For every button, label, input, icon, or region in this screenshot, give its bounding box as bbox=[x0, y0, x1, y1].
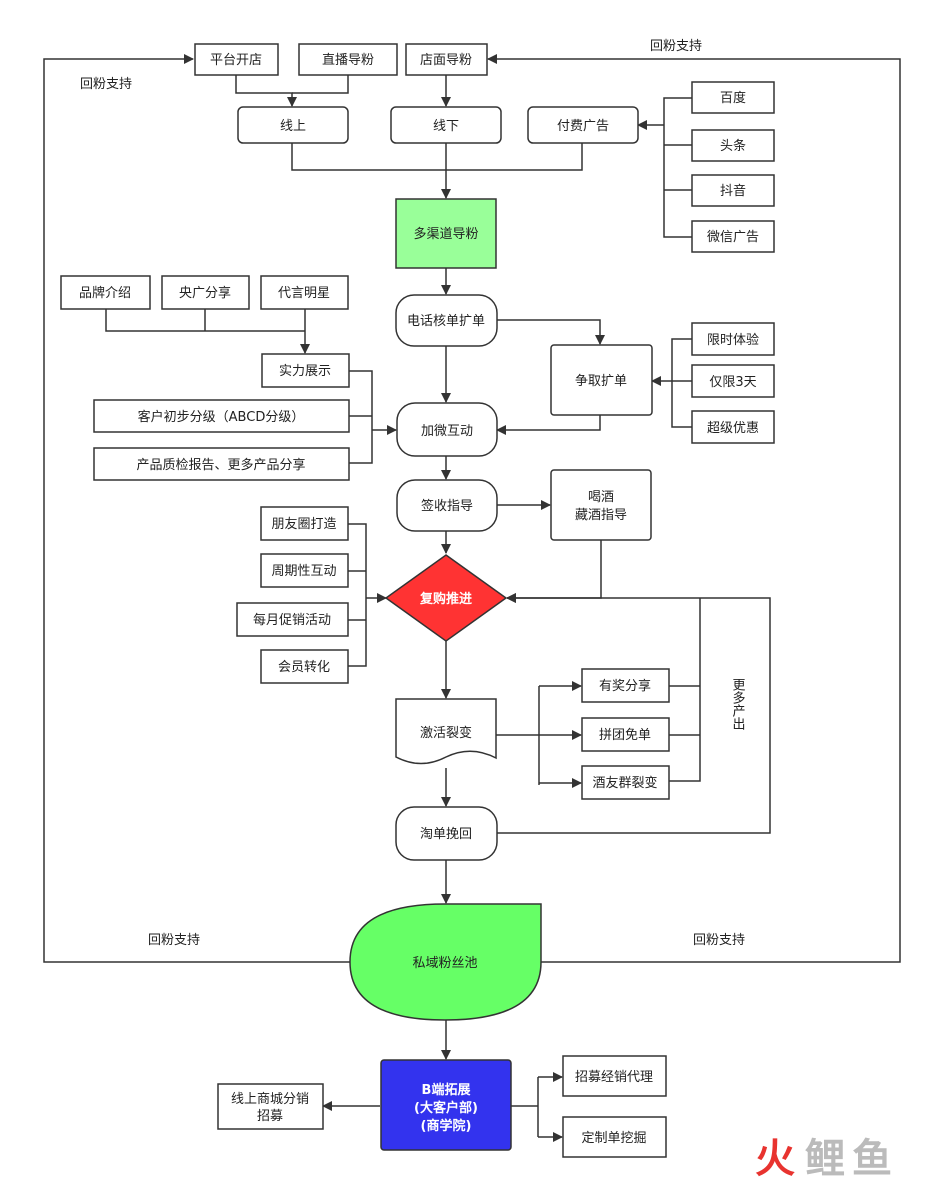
phone-verify-node: 电话核单扩单 bbox=[395, 294, 498, 347]
online-mall-node: 线上商城分销 招募 bbox=[217, 1083, 324, 1130]
online-mall-label-1: 线上商城分销 bbox=[231, 1092, 309, 1107]
multi-channel-node: 多渠道导粉 bbox=[395, 198, 497, 269]
add-wechat-label: 加微互动 bbox=[421, 424, 473, 439]
private-pool-label: 私域粉丝池 bbox=[412, 956, 477, 971]
toutiao-node: 头条 bbox=[691, 129, 775, 162]
quality-report-node: 产品质检报告、更多产品分享 bbox=[93, 447, 350, 481]
wechat-ads-node: 微信广告 bbox=[691, 220, 775, 253]
multi-channel-label: 多渠道导粉 bbox=[413, 226, 478, 242]
customer-grading-node: 客户初步分级（ABCD分级） bbox=[93, 399, 350, 433]
paid-ads-node: 付费广告 bbox=[527, 106, 639, 144]
periodic-label: 周期性互动 bbox=[271, 564, 336, 579]
platform-store-label: 平台开店 bbox=[210, 53, 262, 68]
online-label: 线上 bbox=[280, 119, 306, 134]
more-output-label: 更多产出 bbox=[730, 678, 746, 730]
cctv-share-label: 央广分享 bbox=[179, 285, 231, 301]
support-label-top-left: 回粉支持 bbox=[80, 77, 132, 92]
repurchase-diamond bbox=[384, 554, 508, 642]
activate-node: 激活裂变 bbox=[395, 698, 497, 765]
customer-grading-label: 客户初步分级（ABCD分级） bbox=[138, 409, 305, 425]
douyin-label: 抖音 bbox=[720, 183, 746, 199]
activate-label: 激活裂变 bbox=[420, 725, 472, 741]
group-free-node: 拼团免单 bbox=[581, 717, 670, 752]
reward-share-node: 有奖分享 bbox=[581, 668, 670, 703]
brand-intro-node: 品牌介绍 bbox=[60, 275, 151, 310]
b-end-label-1: B端拓展 bbox=[422, 1082, 472, 1098]
private-pool-shape bbox=[349, 903, 542, 1021]
three-days-node: 仅限3天 bbox=[691, 364, 775, 398]
quality-report-label: 产品质检报告、更多产品分享 bbox=[136, 457, 305, 473]
drink-store-label-2: 藏酒指导 bbox=[575, 508, 627, 523]
limited-trial-label: 限时体验 bbox=[707, 332, 759, 348]
brand-intro-label: 品牌介绍 bbox=[79, 285, 131, 301]
support-label-bottom-right: 回粉支持 bbox=[693, 933, 745, 948]
online-node: 线上 bbox=[237, 106, 349, 144]
repurchase-node: 复购推进 bbox=[384, 554, 508, 642]
b-end-box bbox=[380, 1059, 512, 1151]
strength-show-node: 实力展示 bbox=[261, 353, 350, 388]
reward-share-label: 有奖分享 bbox=[599, 678, 651, 694]
moments-node: 朋友圈打造 bbox=[260, 506, 349, 541]
membership-node: 会员转化 bbox=[260, 649, 349, 684]
wechat-ads-label: 微信广告 bbox=[707, 230, 759, 245]
group-free-label: 拼团免单 bbox=[599, 728, 651, 743]
offline-node: 线下 bbox=[390, 106, 502, 144]
recruit-agent-node: 招募经销代理 bbox=[562, 1055, 667, 1097]
private-pool-node: 私域粉丝池 bbox=[349, 903, 542, 1021]
douyin-node: 抖音 bbox=[691, 174, 775, 207]
strive-expand-label: 争取扩单 bbox=[575, 374, 627, 389]
watermark-logo: 火 鲤 鱼 bbox=[755, 1136, 892, 1181]
add-wechat-node: 加微互动 bbox=[396, 402, 498, 457]
baidu-node: 百度 bbox=[691, 81, 775, 114]
drink-store-label-1: 喝酒 bbox=[588, 490, 614, 505]
watermark-char-1: 火 bbox=[755, 1136, 795, 1181]
live-stream-label: 直播导粉 bbox=[322, 53, 374, 68]
paid-ads-label: 付费广告 bbox=[557, 119, 609, 134]
periodic-node: 周期性互动 bbox=[260, 553, 349, 588]
support-label-top-right: 回粉支持 bbox=[650, 39, 702, 54]
monthly-promo-label: 每月促销活动 bbox=[253, 612, 331, 628]
recover-node: 淘单挽回 bbox=[395, 806, 498, 861]
super-deal-label: 超级优惠 bbox=[707, 421, 759, 436]
celebrity-label: 代言明星 bbox=[278, 286, 330, 301]
baidu-label: 百度 bbox=[720, 90, 746, 106]
cctv-share-node: 央广分享 bbox=[161, 275, 250, 310]
wine-group-label: 酒友群裂变 bbox=[592, 775, 657, 791]
live-stream-node: 直播导粉 bbox=[298, 43, 398, 76]
super-deal-node: 超级优惠 bbox=[691, 410, 775, 444]
online-mall-label-2: 招募 bbox=[257, 1109, 283, 1124]
multi-channel-box bbox=[395, 198, 497, 269]
b-end-label-2: (大客户部) bbox=[414, 1100, 478, 1116]
custom-order-node: 定制单挖掘 bbox=[562, 1116, 667, 1158]
drink-store-node: 喝酒 藏酒指导 bbox=[550, 469, 652, 541]
sign-guide-label: 签收指导 bbox=[421, 498, 473, 514]
b-end-label-3: (商学院) bbox=[421, 1118, 472, 1134]
offline-label: 线下 bbox=[433, 119, 459, 134]
moments-label: 朋友圈打造 bbox=[271, 516, 336, 532]
strive-expand-node: 争取扩单 bbox=[550, 344, 653, 416]
connectors bbox=[43, 54, 901, 1142]
sign-guide-node: 签收指导 bbox=[396, 479, 498, 532]
watermark-char-3: 鱼 bbox=[852, 1136, 892, 1181]
store-traffic-node: 店面导粉 bbox=[405, 43, 488, 76]
custom-order-label: 定制单挖掘 bbox=[581, 1131, 646, 1146]
limited-trial-node: 限时体验 bbox=[691, 322, 775, 356]
support-label-bottom-left: 回粉支持 bbox=[148, 933, 200, 948]
monthly-promo-node: 每月促销活动 bbox=[236, 602, 349, 637]
repurchase-label: 复购推进 bbox=[419, 591, 472, 607]
toutiao-label: 头条 bbox=[720, 138, 746, 154]
recover-label: 淘单挽回 bbox=[420, 827, 472, 842]
watermark-char-2: 鲤 bbox=[805, 1136, 845, 1181]
membership-label: 会员转化 bbox=[278, 660, 330, 675]
recruit-agent-label: 招募经销代理 bbox=[575, 1070, 653, 1085]
strength-show-label: 实力展示 bbox=[279, 364, 331, 379]
three-days-label: 仅限3天 bbox=[709, 375, 756, 390]
celebrity-node: 代言明星 bbox=[260, 275, 349, 310]
phone-verify-label: 电话核单扩单 bbox=[407, 314, 485, 329]
b-end-node: B端拓展 (大客户部) (商学院) bbox=[380, 1059, 512, 1151]
platform-store-node: 平台开店 bbox=[194, 43, 279, 76]
store-traffic-label: 店面导粉 bbox=[420, 53, 472, 68]
wine-group-node: 酒友群裂变 bbox=[581, 765, 670, 800]
